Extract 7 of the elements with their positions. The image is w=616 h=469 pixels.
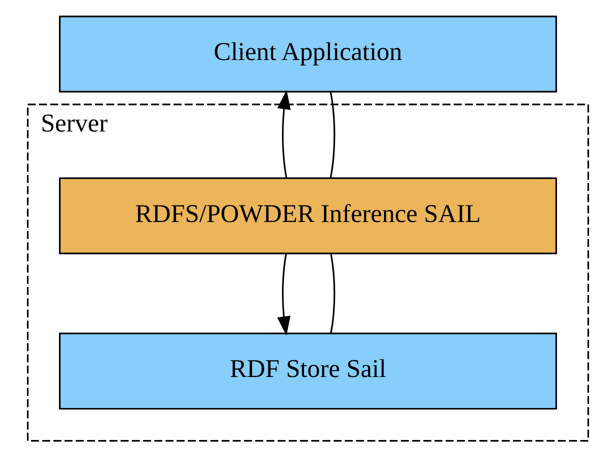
arrow	[277, 252, 290, 336]
connector	[330, 252, 336, 333]
arrow	[277, 90, 291, 178]
node-box: RDF Store Sail	[58, 332, 558, 410]
node-box: RDFS/POWDER Inference SAIL	[58, 176, 558, 254]
connector	[330, 92, 336, 178]
node-box: Client Application	[58, 15, 558, 92]
